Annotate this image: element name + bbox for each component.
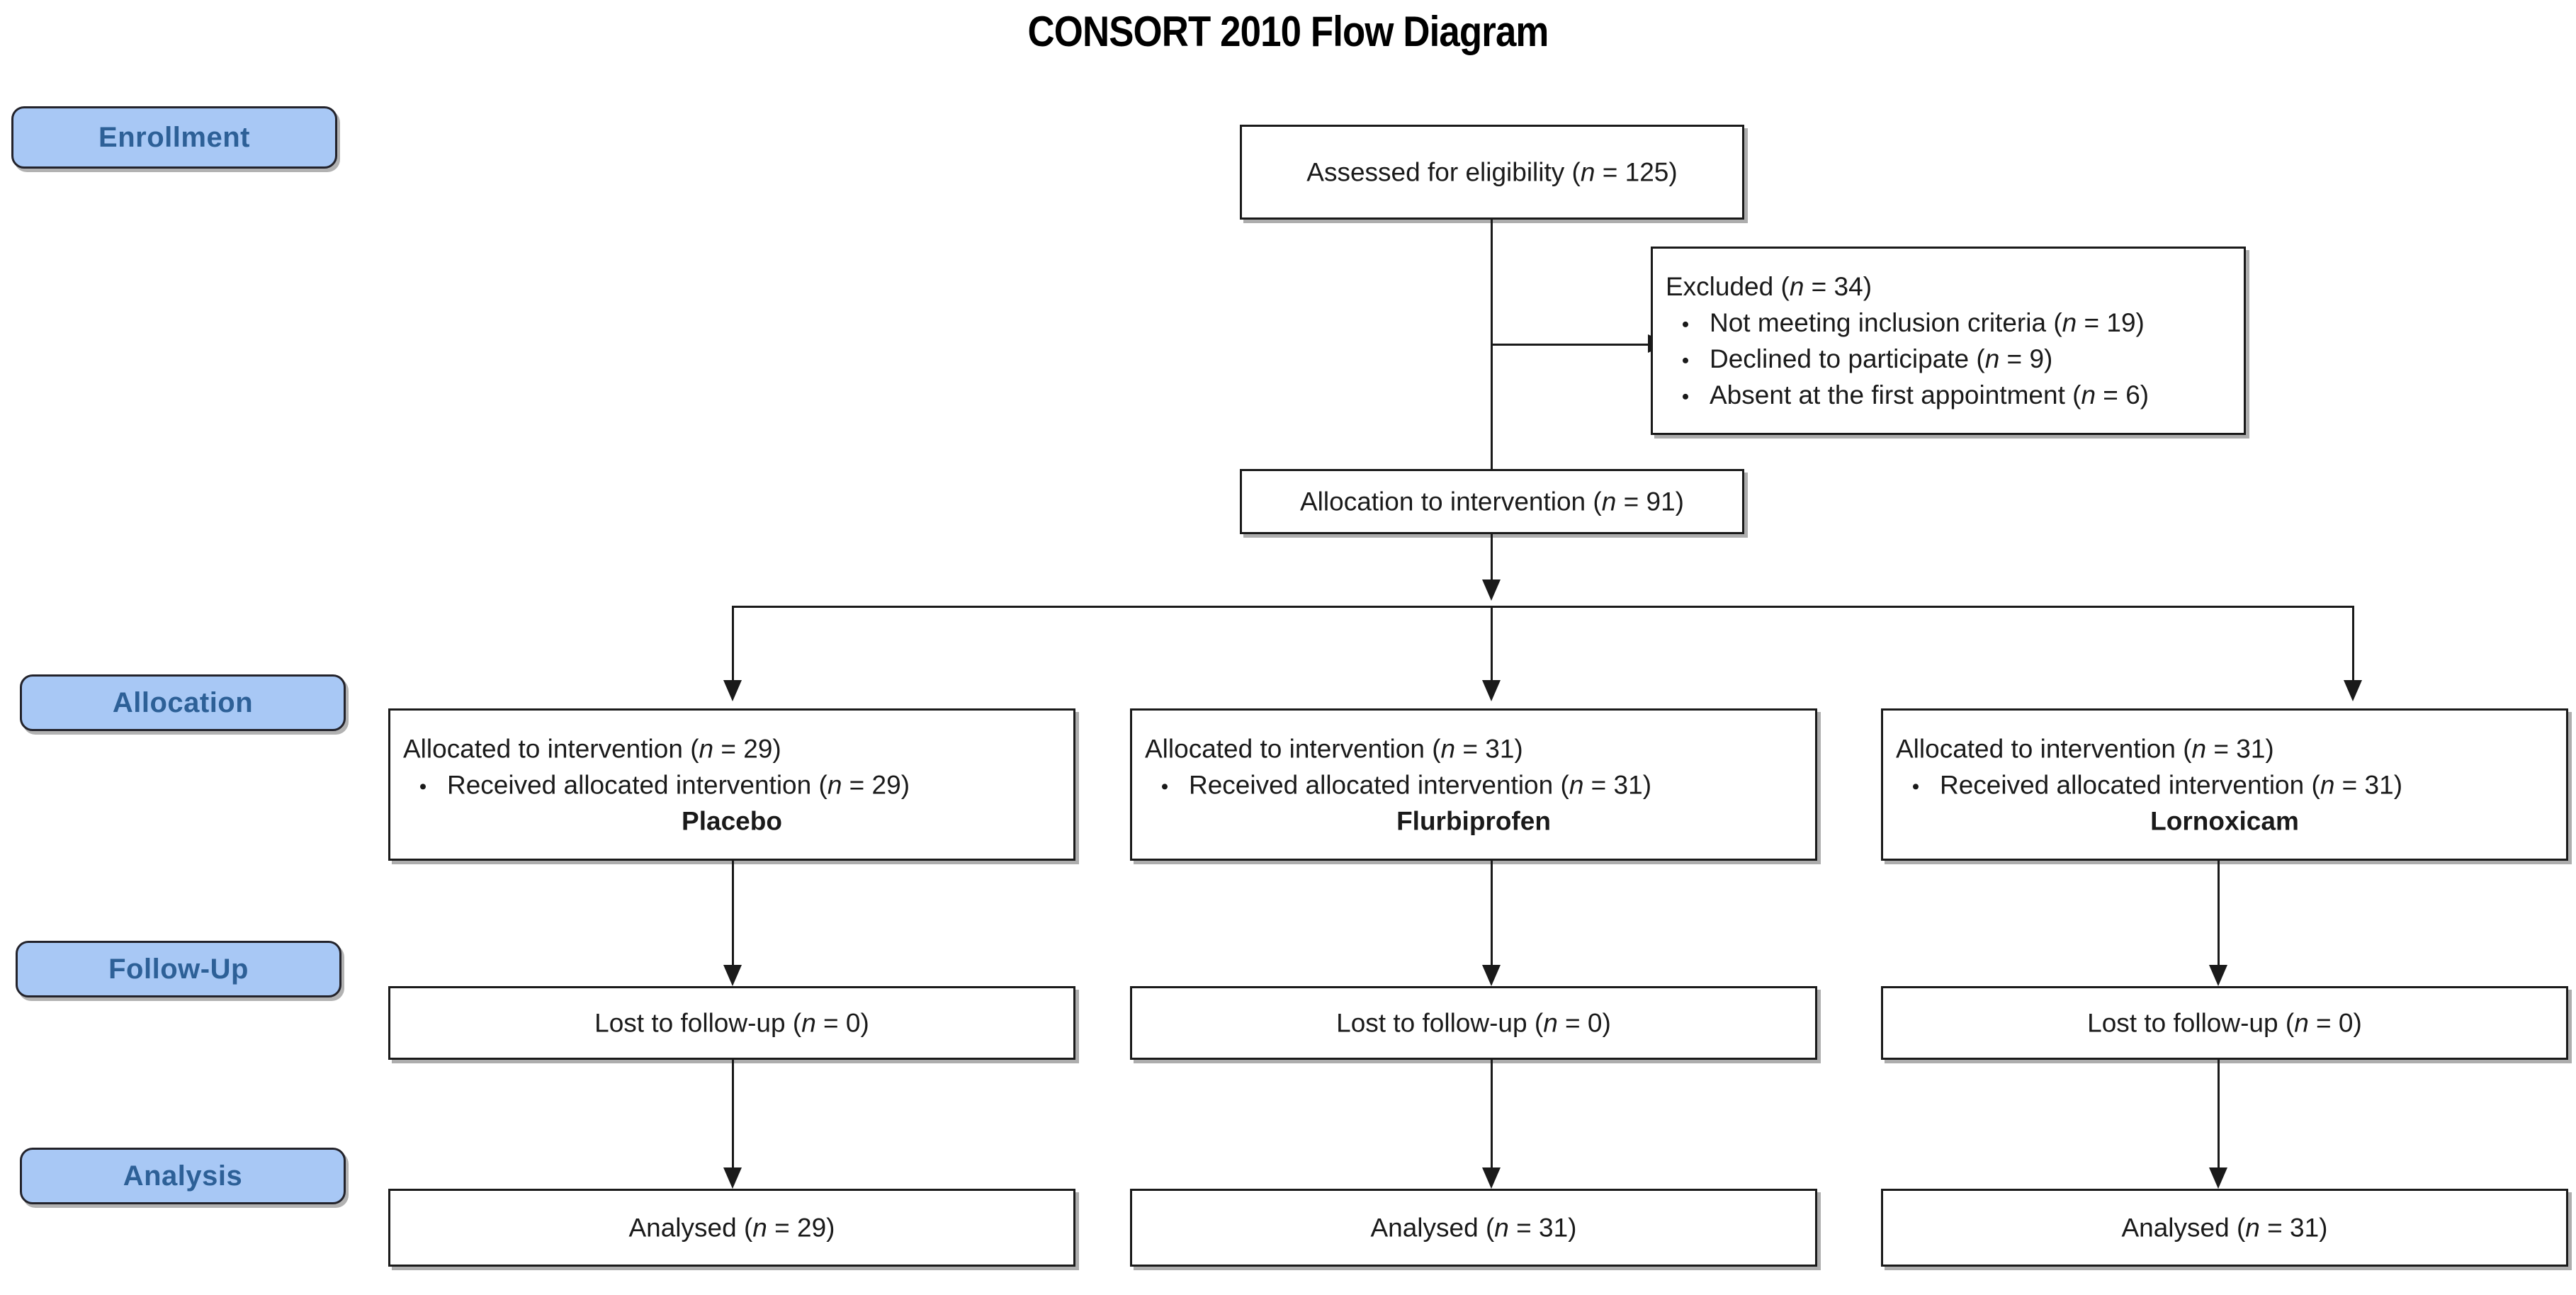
- excluded-reason-list: Not meeting inclusion criteria (n = 19) …: [1666, 305, 2231, 413]
- n-symbol: n: [752, 1213, 767, 1243]
- n-symbol: n: [2320, 769, 2335, 799]
- n-symbol: n: [827, 769, 842, 799]
- lost-text: Lost to follow-up (n = 0): [2087, 1008, 2362, 1038]
- connector-flurbiprofen-to-followup: [1491, 861, 1493, 971]
- connector-flurbiprofen-to-analysis: [1491, 1060, 1493, 1170]
- allocated-detail-list: Received allocated intervention (n = 31): [1145, 767, 1802, 803]
- n-symbol: n: [1440, 733, 1456, 763]
- stage-label-enrollment: Enrollment: [11, 106, 337, 169]
- arrowhead-placebo-analysis: [723, 1167, 742, 1189]
- n-symbol: n: [1580, 157, 1595, 187]
- connector-placebo-to-followup: [732, 861, 734, 971]
- arrowhead-arm-lornoxicam: [2344, 680, 2362, 701]
- arrowhead-arm-flurbiprofen: [1482, 680, 1501, 701]
- lost-text: Lost to follow-up (n = 0): [1336, 1008, 1611, 1038]
- allocated-detail-list: Received allocated intervention (n = 31): [1896, 767, 2553, 803]
- n-symbol: n: [1569, 769, 1584, 799]
- box-lost-to-followup-lornoxicam: Lost to follow-up (n = 0): [1881, 986, 2568, 1060]
- connector-lornoxicam-to-followup: [2218, 861, 2220, 971]
- stage-label-enrollment-text: Enrollment: [98, 121, 250, 153]
- box-analysed-lornoxicam: Analysed (n = 31): [1881, 1189, 2568, 1267]
- n-symbol: n: [1494, 1213, 1509, 1243]
- allocated-heading: Allocated to intervention (n = 29): [403, 733, 781, 763]
- arrowhead-allocation-split: [1482, 579, 1501, 601]
- box-allocated-flurbiprofen: Allocated to intervention (n = 31) Recei…: [1130, 708, 1817, 861]
- arrowhead-lornoxicam-analysis: [2209, 1167, 2227, 1189]
- connector-placebo-to-analysis: [732, 1060, 734, 1170]
- list-item: Received allocated intervention (n = 31): [1145, 767, 1802, 803]
- stage-label-allocation: Allocation: [20, 674, 346, 731]
- list-item: Received allocated intervention (n = 31): [1896, 767, 2553, 803]
- allocation-total-text: Allocation to intervention (n = 91): [1300, 487, 1684, 516]
- connector-split-to-arm-lornoxicam: [2352, 606, 2354, 684]
- list-item: Declined to participate (n = 9): [1666, 341, 2231, 377]
- n-symbol: n: [1789, 271, 1804, 301]
- n-symbol: n: [1601, 487, 1617, 516]
- box-assessed-for-eligibility: Assessed for eligibility (n = 125): [1240, 125, 1744, 220]
- arrowhead-flurbiprofen-analysis: [1482, 1167, 1501, 1189]
- n-symbol: n: [699, 733, 714, 763]
- n-symbol: n: [2062, 307, 2077, 337]
- excluded-heading: Excluded (n = 34): [1666, 271, 1872, 301]
- allocated-heading: Allocated to intervention (n = 31): [1145, 733, 1523, 763]
- n-symbol: n: [1984, 344, 2000, 373]
- connector-assessed-to-allocation: [1491, 220, 1493, 482]
- allocated-heading: Allocated to intervention (n = 31): [1896, 733, 2274, 763]
- connector-allocation-to-split: [1491, 534, 1493, 584]
- box-excluded: Excluded (n = 34) Not meeting inclusion …: [1651, 247, 2246, 435]
- stage-label-followup: Follow-Up: [16, 941, 341, 997]
- list-item: Absent at the first appointment (n = 6): [1666, 377, 2231, 413]
- box-allocated-placebo: Allocated to intervention (n = 29) Recei…: [388, 708, 1075, 861]
- lost-text: Lost to follow-up (n = 0): [594, 1008, 869, 1038]
- allocated-detail-list: Received allocated intervention (n = 29): [403, 767, 1061, 803]
- assessed-text: Assessed for eligibility (n = 125): [1306, 157, 1678, 187]
- page-title: CONSORT 2010 Flow Diagram: [1027, 8, 1549, 55]
- n-symbol: n: [2294, 1008, 2309, 1038]
- list-item: Received allocated intervention (n = 29): [403, 767, 1061, 803]
- n-symbol: n: [2191, 733, 2207, 763]
- box-analysed-flurbiprofen: Analysed (n = 31): [1130, 1189, 1817, 1267]
- connector-split-to-arm-flurbiprofen: [1491, 606, 1493, 684]
- arrowhead-lornoxicam-followup: [2209, 965, 2227, 986]
- box-allocation-to-intervention: Allocation to intervention (n = 91): [1240, 469, 1744, 534]
- connector-lornoxicam-to-analysis: [2218, 1060, 2220, 1170]
- stage-label-analysis-text: Analysis: [123, 1160, 243, 1192]
- arrowhead-placebo-followup: [723, 965, 742, 986]
- n-symbol: n: [801, 1008, 816, 1038]
- connector-split-to-arm-placebo: [732, 606, 734, 684]
- analysed-text: Analysed (n = 31): [1370, 1213, 1577, 1243]
- drug-name-placebo: Placebo: [682, 806, 782, 836]
- split-bar-allocation: [732, 606, 2354, 608]
- stage-label-analysis: Analysis: [20, 1148, 346, 1204]
- n-symbol: n: [2081, 380, 2096, 410]
- drug-name-lornoxicam: Lornoxicam: [2150, 806, 2299, 836]
- list-item: Not meeting inclusion criteria (n = 19): [1666, 305, 2231, 341]
- box-lost-to-followup-placebo: Lost to follow-up (n = 0): [388, 986, 1075, 1060]
- n-symbol: n: [2245, 1213, 2260, 1243]
- arrowhead-flurbiprofen-followup: [1482, 965, 1501, 986]
- stage-label-followup-text: Follow-Up: [108, 953, 249, 985]
- analysed-text: Analysed (n = 29): [628, 1213, 835, 1243]
- connector-to-excluded: [1491, 344, 1652, 346]
- box-analysed-placebo: Analysed (n = 29): [388, 1189, 1075, 1267]
- box-lost-to-followup-flurbiprofen: Lost to follow-up (n = 0): [1130, 986, 1817, 1060]
- arrowhead-arm-placebo: [723, 680, 742, 701]
- n-symbol: n: [1543, 1008, 1558, 1038]
- analysed-text: Analysed (n = 31): [2121, 1213, 2328, 1243]
- drug-name-flurbiprofen: Flurbiprofen: [1396, 806, 1551, 836]
- box-allocated-lornoxicam: Allocated to intervention (n = 31) Recei…: [1881, 708, 2568, 861]
- stage-label-allocation-text: Allocation: [112, 686, 254, 718]
